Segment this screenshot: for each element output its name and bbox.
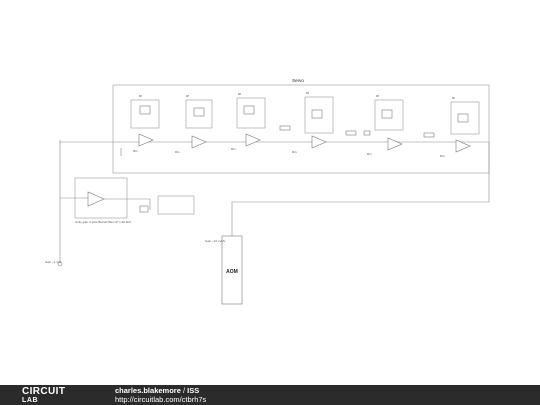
- signal-bus: [59, 140, 489, 143]
- schematic-canvas: Servo Rin Rf Rf Rin Rf Rin Rf Rin: [45, 78, 490, 305]
- svg-text:Rin: Rin: [440, 154, 445, 158]
- opamp-stage-3: Rf Rin: [231, 92, 266, 151]
- svg-text:Rin: Rin: [367, 152, 372, 156]
- svg-text:Rin: Rin: [231, 147, 236, 151]
- servo-title: Servo: [292, 78, 304, 83]
- svg-text:Rf: Rf: [238, 92, 241, 96]
- brand-text: CIRCUIT: [22, 385, 66, 397]
- svg-text:Rin: Rin: [175, 150, 180, 154]
- project-url[interactable]: http://circuitlab.com/ctbrh7s: [115, 395, 207, 404]
- svg-text:Gain ~1 V/A: Gain ~1 V/A: [45, 260, 61, 264]
- opamp-stage-5: Rf Rin: [345, 94, 404, 156]
- svg-text:Rf: Rf: [306, 91, 309, 95]
- svg-text:Rf: Rf: [139, 94, 142, 98]
- output-wire: [231, 142, 490, 236]
- aom-block: AOM Gain ~10 mA/V: [205, 235, 243, 305]
- svg-text:Rin: Rin: [292, 150, 297, 154]
- svg-text:Rf: Rf: [452, 96, 455, 100]
- svg-text:AOM: AOM: [226, 269, 238, 275]
- svg-text:Unity gain 3-pole Bessel filte: Unity gain 3-pole Bessel filter LP 1.46 …: [75, 220, 131, 224]
- servo-box: [112, 84, 490, 174]
- current-source: Gain ~1 V/A: [45, 142, 63, 267]
- svg-text:Gain ~10 mA/V: Gain ~10 mA/V: [205, 239, 225, 243]
- project-link[interactable]: ISS: [187, 386, 200, 395]
- opamp-stage-1: Rin Rf: [120, 94, 160, 156]
- opamp-stage-2: Rf Rin: [175, 94, 213, 154]
- svg-text:Rf: Rf: [186, 94, 189, 98]
- footer-bar: [0, 385, 540, 405]
- bessel-filter: Unity gain 3-pole Bessel filter LP 1.46 …: [60, 177, 195, 224]
- attribution: charles.blakemore / ISS http://circuitla…: [115, 386, 206, 404]
- svg-text:Rf: Rf: [376, 94, 379, 98]
- svg-text:Rin: Rin: [133, 149, 138, 153]
- author-link[interactable]: charles.blakemore: [115, 386, 181, 395]
- separator: /: [180, 386, 188, 395]
- opamp-stage-4: Rf Rin: [279, 91, 334, 154]
- brand-sub: LAB: [22, 396, 39, 404]
- circuitlab-logo[interactable]: CIRCUIT LAB: [22, 386, 65, 404]
- opamp-stage-6: Rf Rin: [423, 96, 480, 158]
